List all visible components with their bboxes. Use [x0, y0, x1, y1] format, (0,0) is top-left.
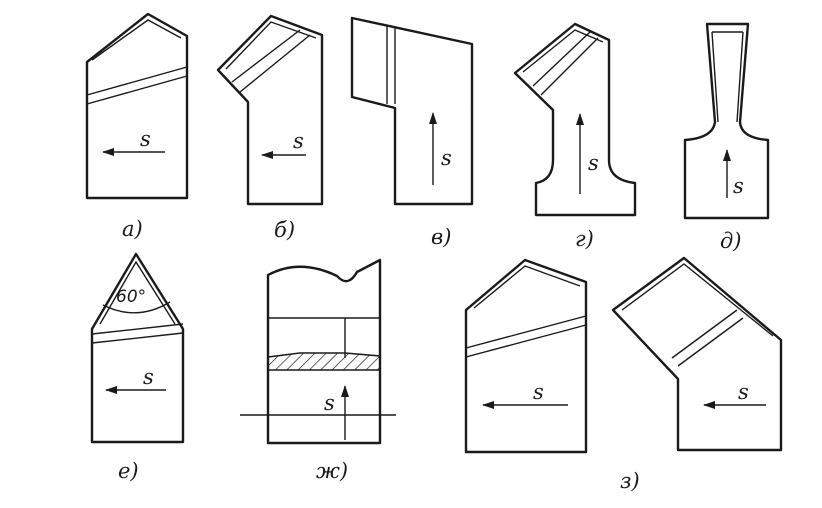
tool-a: s а)	[85, 12, 189, 241]
figure-label-v: в)	[431, 225, 451, 249]
figure-label-e: е)	[118, 459, 139, 483]
tool-z-bent: s	[611, 256, 783, 452]
angle-label: 60°	[116, 287, 146, 307]
feed-label: s	[293, 129, 304, 153]
figure-label-d: д)	[720, 229, 742, 253]
feed-label: s	[140, 127, 151, 151]
figure-label-b: б)	[274, 218, 295, 242]
feed-label: s	[324, 391, 335, 415]
feed-label: s	[588, 151, 599, 175]
figure-label-g: г)	[575, 227, 594, 251]
feed-label: s	[738, 380, 749, 404]
feed-label: s	[143, 365, 154, 389]
tool-zh: s ж)	[240, 258, 396, 483]
tool-v: s в)	[350, 16, 474, 249]
tool-g: s г)	[513, 22, 637, 251]
figure-label-a: а)	[122, 217, 143, 241]
tool-b: s б)	[216, 14, 324, 242]
figure-label-z: з)	[620, 469, 640, 493]
tool-d: s д)	[683, 22, 770, 253]
feed-label: s	[441, 146, 452, 170]
feed-label: s	[533, 380, 544, 404]
feed-label: s	[733, 174, 744, 198]
tool-z-straight: s	[464, 258, 588, 454]
figure-label-zh: ж)	[316, 459, 348, 483]
tool-e: 60° s е)	[90, 252, 185, 483]
